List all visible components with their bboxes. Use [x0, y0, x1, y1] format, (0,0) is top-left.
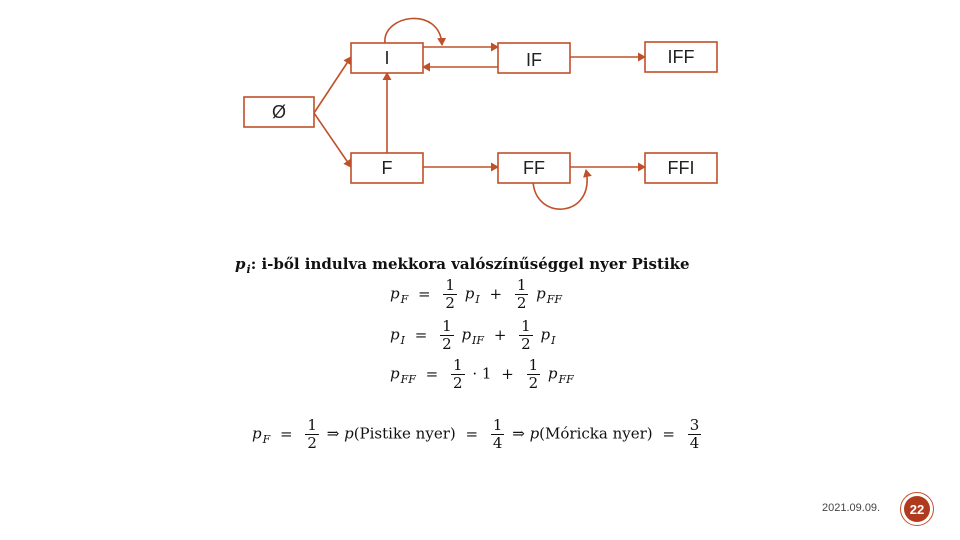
node-IF-label: IF [526, 50, 542, 70]
result-frac1-num: 1 [305, 416, 319, 435]
result-arrow-1: ⇒ [326, 424, 340, 443]
eq1-t2-p: p [536, 284, 546, 303]
heading-var: p [235, 255, 246, 273]
frac-num: 1 [526, 356, 541, 375]
result-equals-1: = [280, 424, 293, 443]
frac-den: 2 [516, 294, 527, 312]
eq3-t2-p: p [547, 364, 558, 383]
eq1-t1-p: p [464, 284, 475, 303]
node-F-label: F [382, 158, 393, 178]
eq2-lhs-p: p [390, 325, 400, 344]
frac-den: 2 [442, 335, 452, 353]
eq1-lhs-sub: F [400, 292, 409, 306]
state-diagram: Ø I F IF FF IFF FFI [243, 17, 718, 210]
eq1-t1-sub: I [475, 292, 480, 306]
node-IFF-label: IFF [668, 47, 695, 67]
result-p-moricka: p [529, 424, 540, 443]
node-FF-label: FF [523, 158, 545, 178]
eq3-lhs-p: p [390, 364, 400, 383]
eq3-equals: = [425, 364, 439, 383]
node-F: F [350, 152, 424, 184]
eq2-lhs-sub: I [400, 333, 405, 347]
result-frac2-den: 4 [492, 434, 503, 452]
node-FFI: FFI [644, 152, 718, 184]
node-I: I [350, 42, 424, 74]
result-pistike-text: (Pistike nyer) [353, 424, 456, 443]
frac-num: 1 [519, 317, 533, 336]
eq3-lhs-sub: FF [400, 372, 416, 386]
heading-text: : i-ből indulva mekkora valószínűséggel … [250, 255, 690, 273]
edge-empty-to-I [313, 56, 352, 114]
node-FF: FF [497, 152, 571, 184]
node-empty-label: Ø [272, 102, 286, 122]
edge-empty-to-F [313, 112, 352, 168]
result-lhs-sub: F [262, 432, 271, 446]
page-number-badge: 22 [900, 492, 934, 526]
eq2-equals: = [414, 325, 428, 344]
node-IFF: IFF [644, 41, 718, 73]
eq2-t1-p: p [461, 325, 472, 344]
eq3-t2-sub: FF [558, 372, 574, 386]
eq3-dot-one: · 1 [472, 364, 492, 383]
result-frac1-den: 2 [307, 434, 317, 452]
node-IF: IF [497, 42, 571, 74]
result-moricka-text: (Móricka nyer) [539, 424, 653, 443]
node-FFI-label: FFI [668, 158, 695, 178]
page-badge-ring [900, 492, 934, 526]
result-lhs-p: p [252, 424, 262, 443]
eq3-plus: + [501, 364, 514, 383]
eq2-t1-sub: IF [472, 333, 485, 347]
result-equals-2: = [465, 424, 479, 443]
node-empty: Ø [243, 96, 315, 128]
result-p-pistike: p [344, 424, 354, 443]
eq2-plus: + [493, 325, 507, 344]
eq2-t2-p: p [540, 325, 551, 344]
frac-num: 1 [440, 317, 454, 336]
heading-sub: i [246, 263, 251, 276]
frac-den: 2 [445, 294, 455, 312]
self-loop-I [384, 17, 447, 46]
eq2-t2-sub: I [551, 333, 556, 347]
node-I-label: I [384, 48, 389, 68]
frac-num: 1 [451, 356, 465, 375]
self-loop-FF [532, 169, 592, 210]
page-number: 22 [904, 496, 930, 522]
eq1-lhs-p: p [390, 284, 400, 303]
result-frac2-num: 1 [490, 416, 505, 435]
slide-date: 2021.09.09. [822, 502, 881, 514]
result-arrow-2: ⇒ [512, 424, 525, 443]
eq1-plus: + [489, 284, 503, 303]
frac-den: 2 [528, 374, 539, 392]
frac-den: 2 [453, 374, 463, 392]
frac-num: 1 [514, 276, 529, 295]
result-frac3-num: 3 [687, 416, 702, 435]
result-equals-3: = [662, 424, 675, 443]
result-frac3-den: 4 [689, 434, 700, 452]
frac-num: 1 [443, 276, 457, 295]
eq1-equals: = [418, 284, 431, 303]
frac-den: 2 [521, 335, 531, 353]
definition-heading: pi: i-ből indulva mekkora valószínűségge… [235, 255, 690, 276]
eq1-t2-sub: FF [546, 292, 563, 306]
